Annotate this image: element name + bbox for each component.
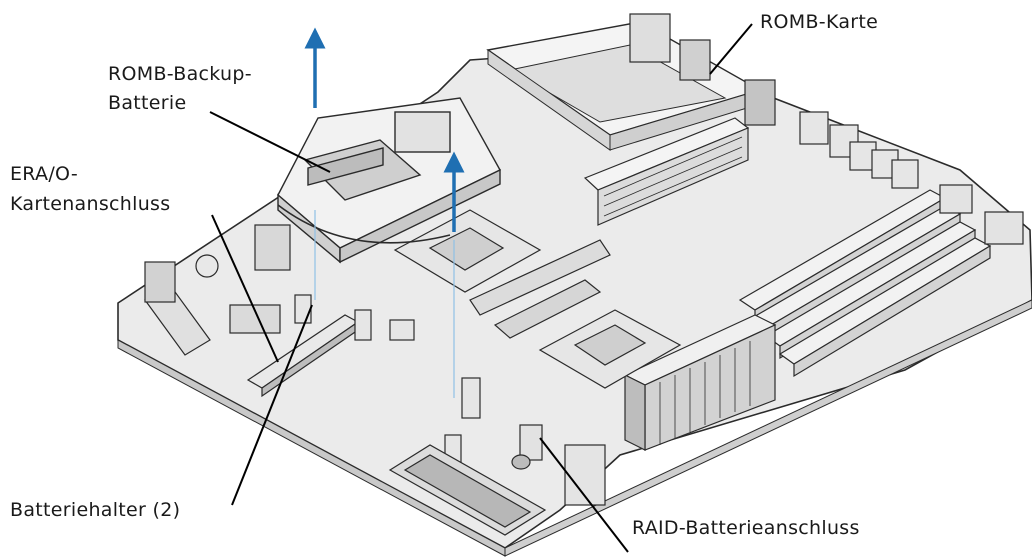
romb-backup-battery-assembly xyxy=(277,97,501,264)
label-romb-card: ROMB-Karte xyxy=(760,11,879,33)
label-era-connector-line2: Kartenanschluss xyxy=(10,193,171,215)
leader-era-connector xyxy=(211,214,279,363)
cpu-sockets xyxy=(393,209,682,389)
leader-battery-holder xyxy=(231,304,313,506)
heatsink-module xyxy=(623,314,777,451)
romb-card xyxy=(486,21,762,226)
raid-battery-connector xyxy=(444,377,543,470)
left-connectors xyxy=(144,224,291,356)
label-romb-battery-line2: Batterie xyxy=(108,92,187,114)
memory-slots xyxy=(738,184,1024,378)
leader-lines xyxy=(209,23,753,553)
label-raid-battery-connector: RAID-Batterieanschluss xyxy=(632,517,860,539)
label-era-connector-line1: ERA/O- xyxy=(10,163,78,185)
label-battery-holder: Batteriehalter (2) xyxy=(10,499,181,521)
leader-romb-battery xyxy=(209,111,331,173)
label-romb-battery-line1: ROMB-Backup- xyxy=(108,63,252,85)
rear-io-connectors xyxy=(629,13,919,189)
expansion-slot xyxy=(388,444,606,536)
leader-raid-connector xyxy=(539,437,629,553)
leader-romb-card xyxy=(709,23,753,75)
